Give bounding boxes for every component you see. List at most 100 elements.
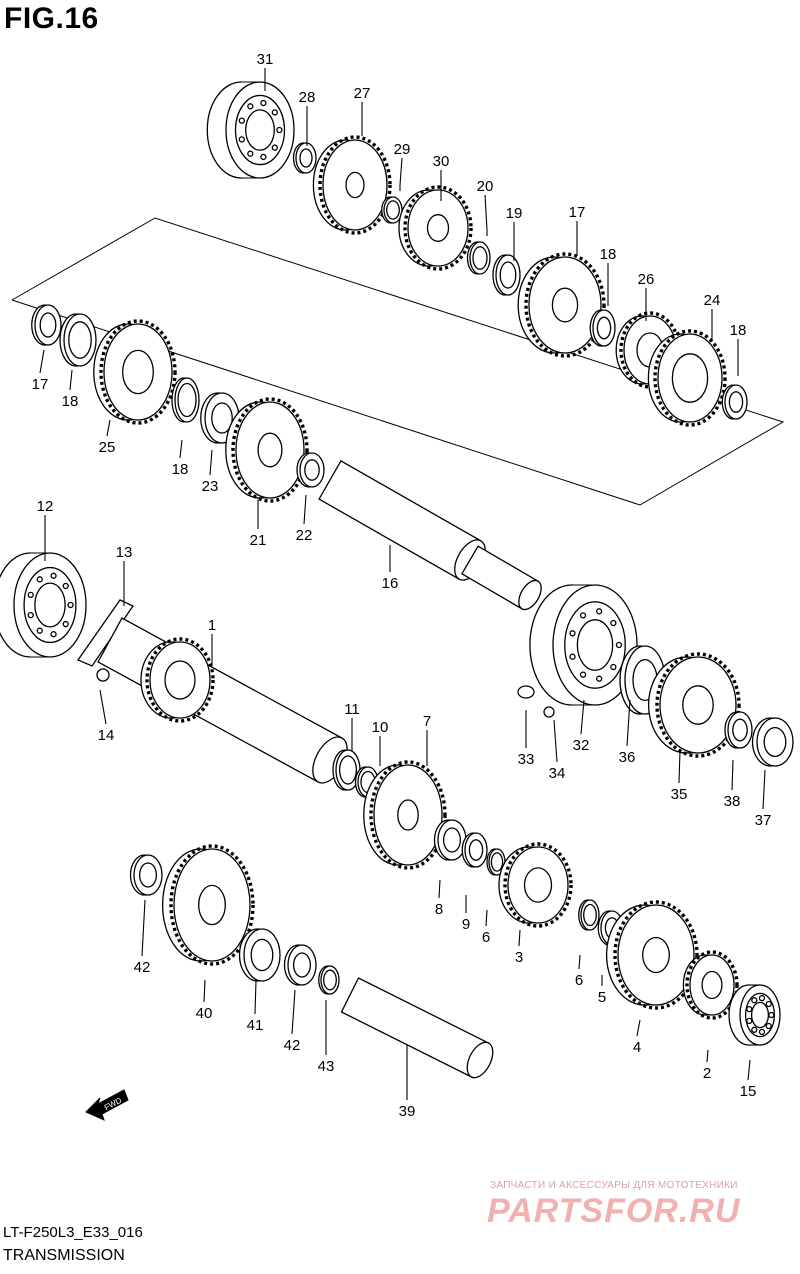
washer-9	[461, 832, 488, 868]
screw-34	[543, 706, 555, 718]
leader-29	[399, 157, 403, 186]
subassembly-outline	[11, 217, 785, 506]
leader-25	[106, 419, 111, 437]
part-number-2: 2	[703, 1065, 711, 1082]
part-number-30: 30	[433, 153, 450, 170]
part-number-18: 18	[730, 322, 747, 339]
part-number-42: 42	[284, 1037, 301, 1054]
leader-6	[485, 909, 488, 927]
part-number-25: 25	[99, 439, 116, 456]
part-number-9: 9	[462, 916, 470, 933]
bolt-14	[96, 668, 110, 682]
part-number-14: 14	[98, 727, 115, 744]
part-number-13: 13	[116, 544, 133, 561]
part-number-23: 23	[202, 478, 219, 495]
bushing-18	[589, 309, 616, 347]
leader-8	[438, 879, 441, 899]
plate-13	[77, 599, 134, 667]
washer-38	[724, 711, 753, 749]
part-number-labels: 1234566789101112131415161717181818181920…	[32, 51, 772, 1120]
leader-41	[254, 979, 257, 1015]
bearing-15	[728, 984, 781, 1046]
bushing-18b	[721, 384, 748, 420]
leader-lines	[39, 68, 766, 1100]
part-number-26: 26	[638, 271, 655, 288]
part-number-18: 18	[600, 246, 617, 263]
leader-35	[678, 749, 681, 784]
bearing-12	[0, 552, 87, 658]
leader-42	[291, 989, 296, 1035]
part-number-18: 18	[62, 393, 79, 410]
part-number-22: 22	[296, 527, 313, 544]
figure-title: FIG.16	[4, 2, 99, 35]
input-shaft-1	[97, 617, 348, 784]
washer-17	[31, 304, 62, 346]
leader-18	[179, 439, 183, 459]
part-number-10: 10	[372, 719, 389, 736]
circlip-6	[486, 848, 506, 876]
gear-27	[312, 135, 392, 235]
gear-21	[225, 397, 309, 503]
circlip-29	[381, 196, 403, 224]
part-number-43: 43	[318, 1058, 335, 1075]
watermark-tagline: ЗАПЧАСТИ И АКСЕССУАРЫ ДЛЯ МОТОТЕХНИКИ	[490, 1180, 738, 1191]
part-number-24: 24	[704, 292, 721, 309]
leader-15	[747, 1059, 751, 1081]
washer-42b	[283, 944, 317, 986]
bearing-32	[529, 584, 638, 706]
part-number-27: 27	[354, 85, 371, 102]
model-code: LT-F250L3_E33_016	[3, 1224, 143, 1241]
part-number-4: 4	[633, 1039, 641, 1056]
diagram-caption: TRANSMISSION	[3, 1247, 125, 1264]
part-number-11: 11	[344, 701, 360, 718]
fwd-arrow-icon: FWD	[85, 1089, 129, 1121]
gear-24	[647, 329, 727, 427]
leader-3	[518, 929, 521, 947]
bushing-8	[433, 819, 467, 861]
leader-4	[636, 1019, 641, 1037]
leader-36	[626, 699, 631, 747]
leader-38	[731, 759, 734, 791]
part-number-15: 15	[740, 1083, 757, 1100]
circlip-43	[318, 965, 340, 995]
part-number-21: 21	[250, 532, 267, 549]
gear-17	[517, 252, 606, 358]
washer-28	[292, 142, 317, 174]
leader-32	[580, 699, 585, 735]
part-number-7: 7	[423, 713, 431, 730]
part-number-20: 20	[477, 178, 494, 195]
leader-34	[553, 719, 558, 763]
leader-2	[706, 1049, 709, 1063]
bushing-41	[238, 928, 281, 982]
part-number-41: 41	[247, 1017, 264, 1034]
gear-7	[363, 760, 447, 870]
part-number-16: 16	[382, 575, 399, 592]
part-number-29: 29	[394, 141, 411, 158]
bevel-gear-35	[647, 652, 741, 758]
part-number-34: 34	[549, 765, 566, 782]
part-number-28: 28	[299, 89, 316, 106]
gear-40	[161, 844, 255, 966]
leader-17	[39, 349, 45, 374]
countershaft-16-spline	[461, 545, 542, 611]
bearing-37	[751, 717, 794, 767]
gear-3	[498, 842, 573, 928]
part-number-18: 18	[172, 461, 189, 478]
part-number-33: 33	[518, 751, 535, 768]
part-number-6: 6	[575, 972, 583, 989]
part-number-1: 1	[208, 617, 216, 634]
leader-18	[69, 369, 73, 391]
part-number-8: 8	[435, 901, 443, 918]
component-illustrations	[0, 81, 794, 1079]
reverse-shaft-39	[340, 977, 494, 1079]
washer-42	[129, 854, 163, 896]
circlip-11	[332, 749, 361, 791]
part-number-12: 12	[37, 498, 54, 515]
part-number-35: 35	[671, 786, 688, 803]
part-number-17: 17	[569, 204, 586, 221]
part-number-6: 6	[482, 929, 490, 946]
part-number-19: 19	[506, 205, 523, 222]
bushing-22	[296, 452, 325, 488]
retainer-33	[517, 685, 535, 699]
leader-37	[762, 769, 766, 810]
